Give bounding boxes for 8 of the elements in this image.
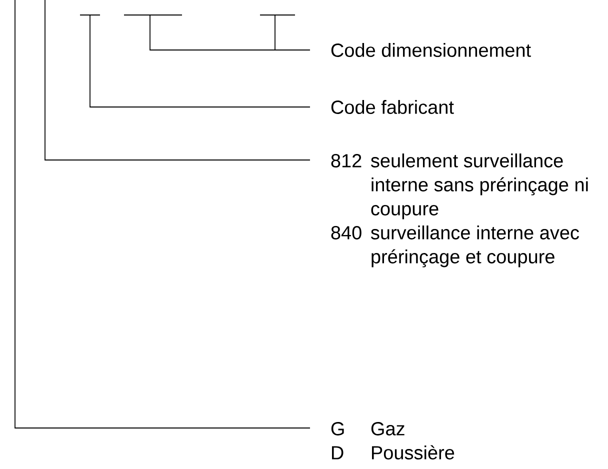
- code-list: 812 seulement surveillance interne sans prérinçage ni coupure 840 surveillance interne avec prérinçage et coupure: [331, 153, 588, 268]
- code-list: G Gaz D Poussière: [331, 422, 454, 460]
- code-label: Code dimensionnement: [331, 43, 531, 57]
- code-label: Code fabricant: [331, 100, 454, 114]
- leader-line: [14, 0, 310, 428]
- leader-line: [90, 14, 310, 108]
- leader-line: [44, 0, 310, 160]
- leader-line: [274, 14, 310, 50]
